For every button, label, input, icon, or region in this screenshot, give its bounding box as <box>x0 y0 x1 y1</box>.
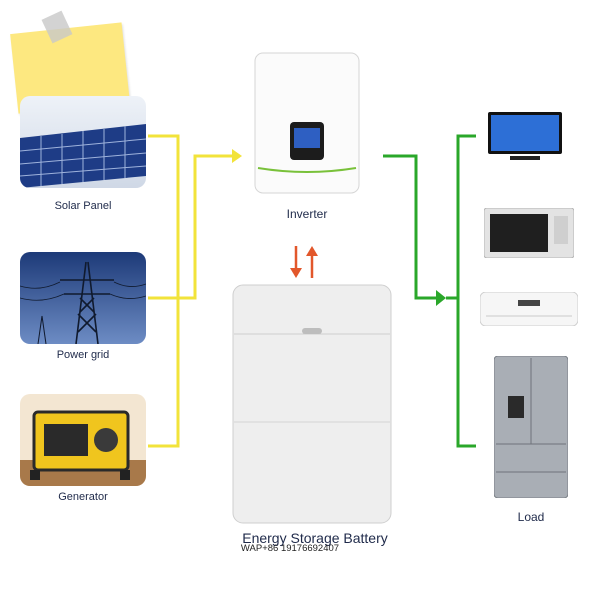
load-label: Load <box>517 510 545 524</box>
air-conditioner-image <box>480 292 578 326</box>
watermark-text: WAP+86 19176692407 <box>240 543 340 554</box>
tv-image <box>488 112 562 164</box>
solar-panel-icon <box>20 96 146 188</box>
inverter-label: Inverter <box>286 207 328 221</box>
air-conditioner-icon <box>480 292 578 326</box>
solar-panel-image <box>20 96 146 188</box>
inverter-image <box>254 52 360 194</box>
solar-to-bus-line <box>148 134 180 448</box>
refrigerator-icon <box>494 356 568 498</box>
generator-label: Generator <box>58 491 108 503</box>
power-grid-image <box>20 252 146 344</box>
bus-to-inverter-line <box>178 154 232 300</box>
inverter-to-load-line <box>383 154 436 300</box>
microwave-image <box>484 208 574 258</box>
battery-image <box>232 284 392 524</box>
battery-label: Energy Storage Battery <box>242 530 388 546</box>
power-tower-icon <box>20 252 146 344</box>
charge-discharge-arrows-icon <box>290 246 318 278</box>
solar-panel-label: Solar Panel <box>54 200 112 212</box>
battery-icon <box>232 284 392 524</box>
inverter-input-arrow <box>232 149 242 163</box>
microwave-icon <box>484 208 574 258</box>
inverter-icon <box>254 52 360 194</box>
refrigerator-image <box>494 356 568 498</box>
tv-icon <box>488 112 562 160</box>
generator-image <box>20 394 146 486</box>
load-bus-line <box>456 134 476 448</box>
load-arrow <box>436 290 446 306</box>
generator-icon <box>20 394 146 486</box>
power-grid-label: Power grid <box>56 349 110 361</box>
